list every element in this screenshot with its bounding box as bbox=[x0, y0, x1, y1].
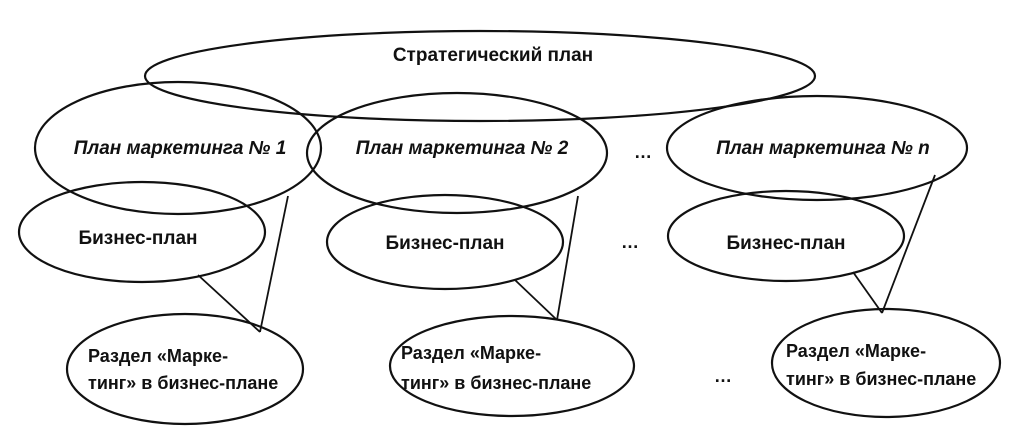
business-plan-ellipse bbox=[17, 180, 267, 284]
marketing-section-ellipse bbox=[65, 312, 305, 426]
marketing-plan-label: План маркетинга № n bbox=[716, 138, 930, 159]
connector-3-left bbox=[852, 271, 883, 314]
marketing-plan-ellipse bbox=[33, 80, 323, 216]
business-plan-node-1: Бизнес-план bbox=[17, 180, 267, 284]
ellipsis-section-row: … bbox=[714, 366, 732, 386]
business-plan-label: Бизнес-план bbox=[385, 233, 504, 254]
connector-1-right bbox=[259, 195, 289, 333]
marketing-plan-ellipse bbox=[665, 94, 969, 202]
marketing-section-line2: тинг» в бизнес-плане bbox=[88, 373, 278, 393]
marketing-plan-node-3: План маркетинга № n bbox=[665, 94, 969, 202]
marketing-section-node-3: Раздел «Марке- тинг» в бизнес-плане bbox=[770, 307, 1002, 419]
strategic-plan-node: Стратегический план bbox=[143, 29, 817, 123]
business-plan-node-2: Бизнес-план bbox=[325, 193, 565, 291]
marketing-section-line1: Раздел «Марке- bbox=[88, 346, 228, 366]
strategic-plan-label: Стратегический план bbox=[393, 45, 593, 66]
business-plan-node-3: Бизнес-план bbox=[666, 189, 906, 283]
marketing-section-line1: Раздел «Марке- bbox=[401, 343, 541, 363]
marketing-section-node-1: Раздел «Марке- тинг» в бизнес-плане bbox=[65, 312, 305, 426]
marketing-plan-label: План маркетинга № 2 bbox=[356, 138, 569, 159]
business-plan-label: Бизнес-план bbox=[726, 233, 845, 254]
marketing-section-node-2: Раздел «Марке- тинг» в бизнес-плане bbox=[388, 314, 636, 418]
marketing-section-ellipse bbox=[388, 314, 636, 418]
marketing-section-ellipse bbox=[770, 307, 1002, 419]
marketing-section-line2: тинг» в бизнес-плане bbox=[401, 373, 591, 393]
marketing-plan-label: План маркетинга № 1 bbox=[74, 138, 287, 159]
ellipsis-business-row: … bbox=[621, 232, 639, 252]
ellipsis-marketing-row: … bbox=[634, 142, 652, 162]
marketing-section-line2: тинг» в бизнес-плане bbox=[786, 369, 976, 389]
marketing-plan-node-2: План маркетинга № 2 bbox=[305, 91, 609, 215]
marketing-section-line1: Раздел «Марке- bbox=[786, 341, 926, 361]
marketing-plan-ellipse bbox=[305, 91, 609, 215]
connector-3-right bbox=[881, 174, 936, 314]
business-plan-label: Бизнес-план bbox=[78, 228, 197, 249]
connector-2-left bbox=[514, 279, 558, 321]
business-plan-ellipse bbox=[666, 189, 906, 283]
business-plan-ellipse bbox=[325, 193, 565, 291]
marketing-plan-node-1: План маркетинга № 1 bbox=[33, 80, 323, 216]
connector-2-right bbox=[556, 195, 579, 321]
strategic-plan-ellipse bbox=[143, 29, 817, 123]
